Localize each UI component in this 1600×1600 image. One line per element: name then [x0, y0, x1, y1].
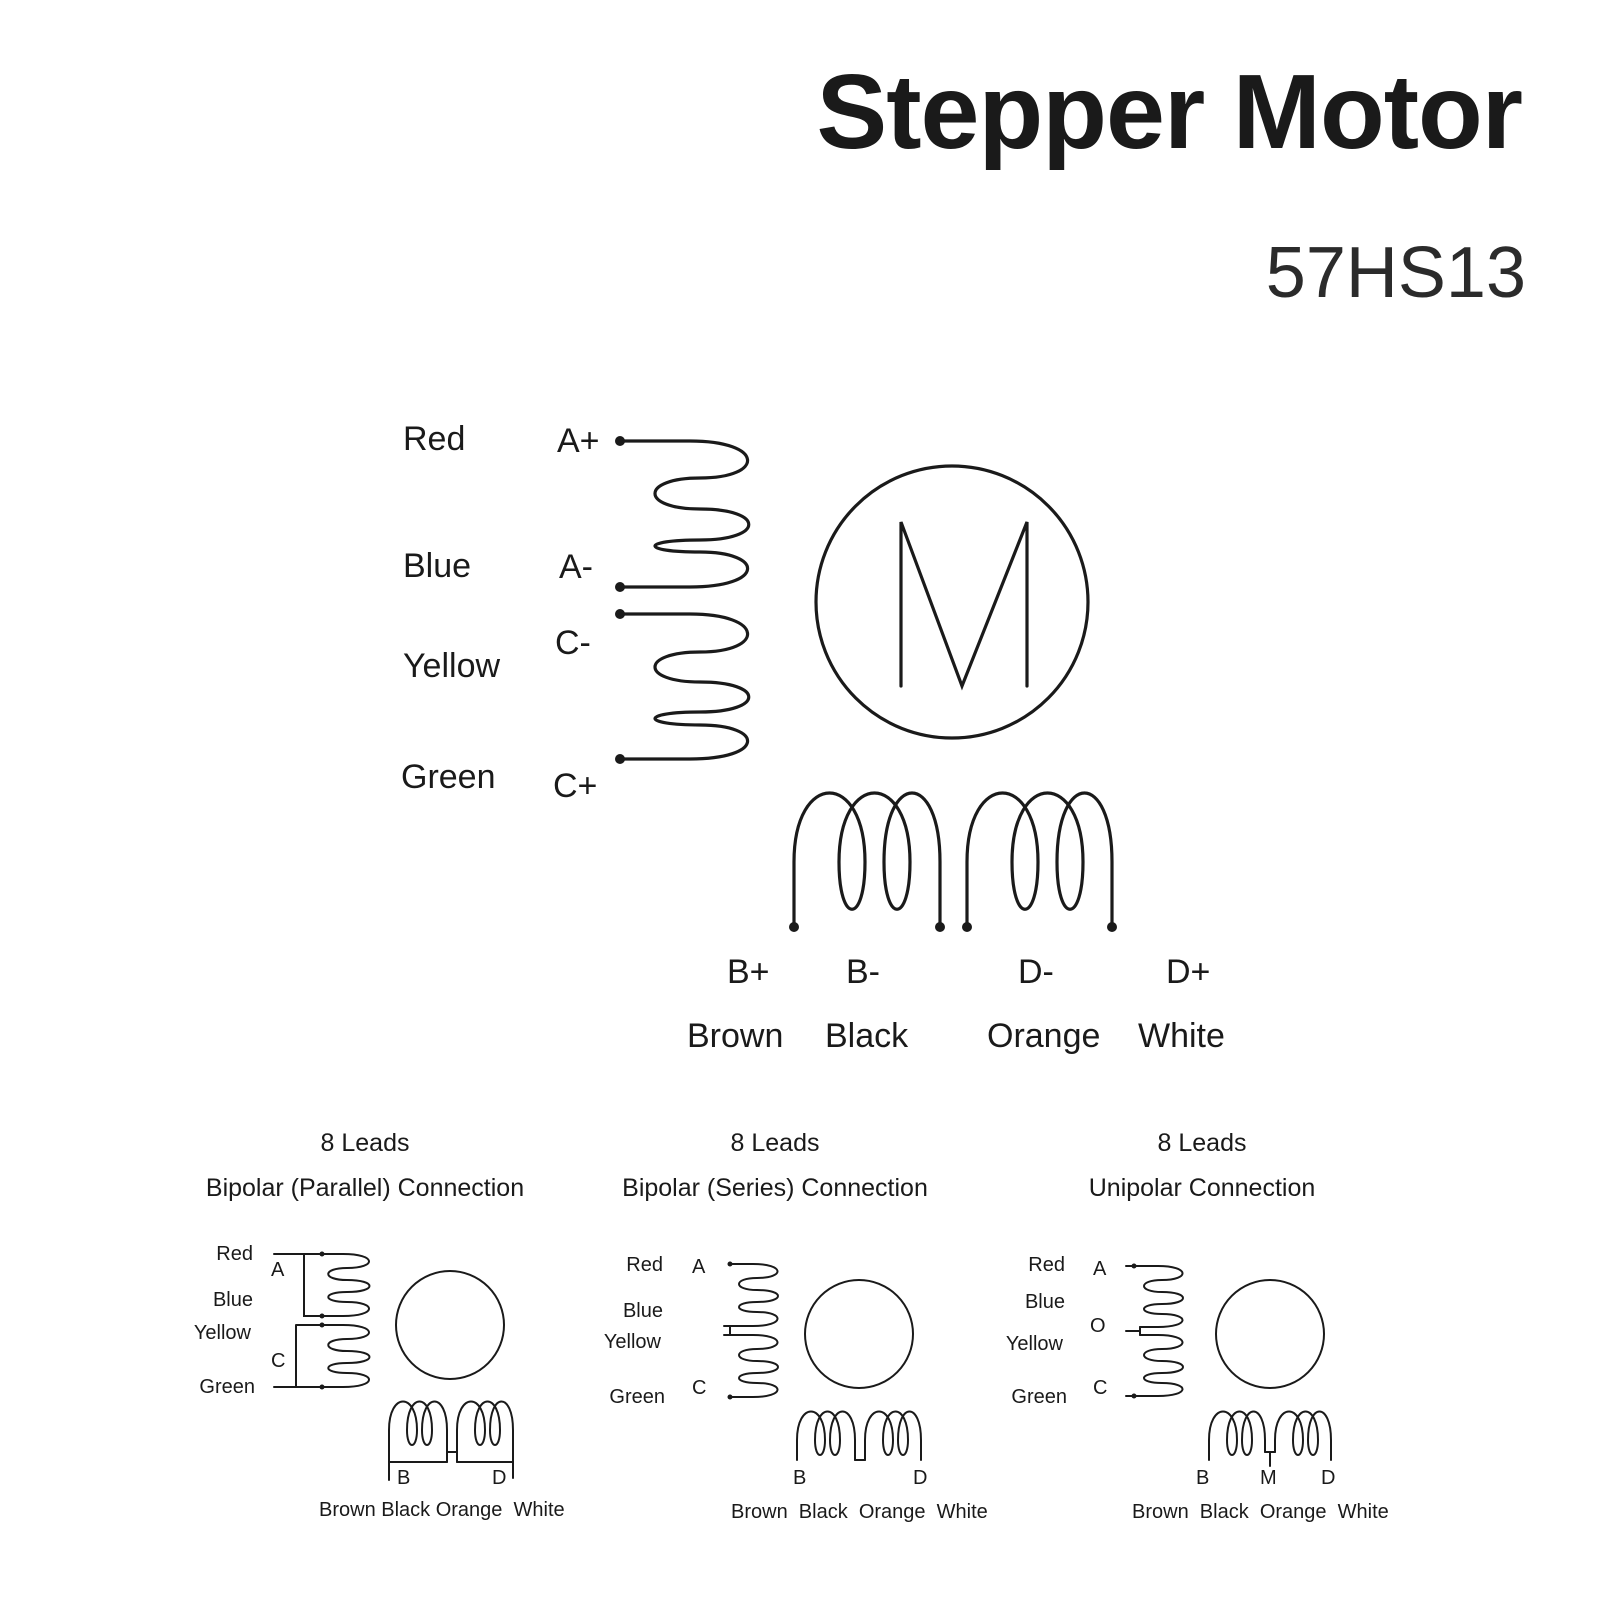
bottom-lead-colors: Brown Black Orange White — [319, 1499, 565, 1521]
terminal-dot-a-minus — [615, 582, 625, 592]
lead-color-blue: Blue — [403, 547, 471, 585]
terminal-d: D — [492, 1467, 506, 1489]
terminal-dot-c-plus — [615, 754, 625, 764]
lead-color-brown: Brown — [687, 1017, 783, 1055]
terminal-dot-b-minus — [935, 922, 945, 932]
connection-bipolar-series: 8 Leads Bipolar (Series) Connection Red … — [604, 1129, 988, 1523]
terminal-dot-d-plus — [1107, 922, 1117, 932]
lead-color-yellow: Yellow — [194, 1322, 252, 1344]
main-wiring-diagram: Red Blue Yellow Green A+ A- C- C+ — [401, 420, 1225, 1055]
terminal-c: C — [1093, 1377, 1107, 1399]
lead-color-blue: Blue — [623, 1300, 663, 1322]
terminal-d: D — [1321, 1467, 1335, 1489]
motor-symbol — [395, 1270, 505, 1380]
model-number: 57HS13 — [1266, 233, 1526, 313]
terminal-b: B — [793, 1467, 806, 1489]
lead-color-red: Red — [626, 1254, 663, 1276]
terminal-a: A — [692, 1256, 706, 1278]
terminal-a: A — [271, 1259, 285, 1281]
terminal-a: A — [1093, 1258, 1107, 1280]
terminal-dot-b-plus — [789, 922, 799, 932]
terminal-b-plus: B+ — [727, 953, 770, 991]
terminal-a-plus: A+ — [557, 422, 600, 460]
coil-a — [615, 436, 751, 592]
connection-title: Unipolar Connection — [1089, 1174, 1316, 1202]
connection-title: Bipolar (Parallel) Connection — [206, 1174, 524, 1202]
terminal-a-minus: A- — [559, 548, 593, 586]
terminal-c-plus: C+ — [553, 767, 597, 805]
terminal-d-plus: D+ — [1166, 953, 1210, 991]
terminal-b: B — [1196, 1467, 1209, 1489]
page-title: Stepper Motor — [817, 53, 1522, 171]
lead-color-orange: Orange — [987, 1017, 1100, 1055]
coil-d — [962, 791, 1117, 932]
lead-color-yellow: Yellow — [1006, 1333, 1064, 1355]
connection-leads-label: 8 Leads — [1158, 1129, 1247, 1157]
lead-color-green: Green — [401, 758, 496, 796]
lead-color-red: Red — [1028, 1254, 1065, 1276]
lead-color-yellow: Yellow — [403, 647, 500, 685]
lead-color-black: Black — [825, 1017, 909, 1055]
terminal-d: D — [913, 1467, 927, 1489]
terminal-dot-a-plus — [615, 436, 625, 446]
terminal-b: B — [397, 1467, 410, 1489]
lead-color-green: Green — [1011, 1386, 1067, 1408]
terminal-dot-c-minus — [615, 609, 625, 619]
lead-color-green: Green — [199, 1376, 255, 1398]
connection-leads-label: 8 Leads — [731, 1129, 820, 1157]
terminal-o: O — [1090, 1315, 1106, 1337]
motor-symbol — [1215, 1279, 1325, 1389]
terminal-c: C — [692, 1377, 706, 1399]
connection-bipolar-parallel: 8 Leads Bipolar (Parallel) Connection Re… — [194, 1129, 565, 1521]
motor-symbol — [804, 1279, 914, 1389]
terminal-d-minus: D- — [1018, 953, 1054, 991]
coil-c — [615, 609, 751, 764]
connection-unipolar: 8 Leads Unipolar Connection Red Blue Yel… — [1006, 1129, 1389, 1523]
lead-color-yellow: Yellow — [604, 1331, 662, 1353]
bottom-lead-colors: Brown Black Orange White — [1132, 1501, 1389, 1523]
terminal-b-minus: B- — [846, 953, 880, 991]
bottom-lead-colors: Brown Black Orange White — [731, 1501, 988, 1523]
coil-b — [789, 791, 945, 932]
terminal-dot-d-minus — [962, 922, 972, 932]
lead-color-blue: Blue — [213, 1289, 253, 1311]
lead-color-white: White — [1138, 1017, 1225, 1055]
connection-leads-label: 8 Leads — [321, 1129, 410, 1157]
connection-title: Bipolar (Series) Connection — [622, 1174, 928, 1202]
lead-color-red: Red — [403, 420, 465, 458]
lead-color-blue: Blue — [1025, 1291, 1065, 1313]
lead-color-green: Green — [609, 1386, 665, 1408]
motor-symbol — [814, 464, 1090, 740]
terminal-c: C — [271, 1350, 285, 1372]
terminal-m: M — [1260, 1467, 1277, 1489]
terminal-c-minus: C- — [555, 624, 591, 662]
lead-color-red: Red — [216, 1243, 253, 1265]
